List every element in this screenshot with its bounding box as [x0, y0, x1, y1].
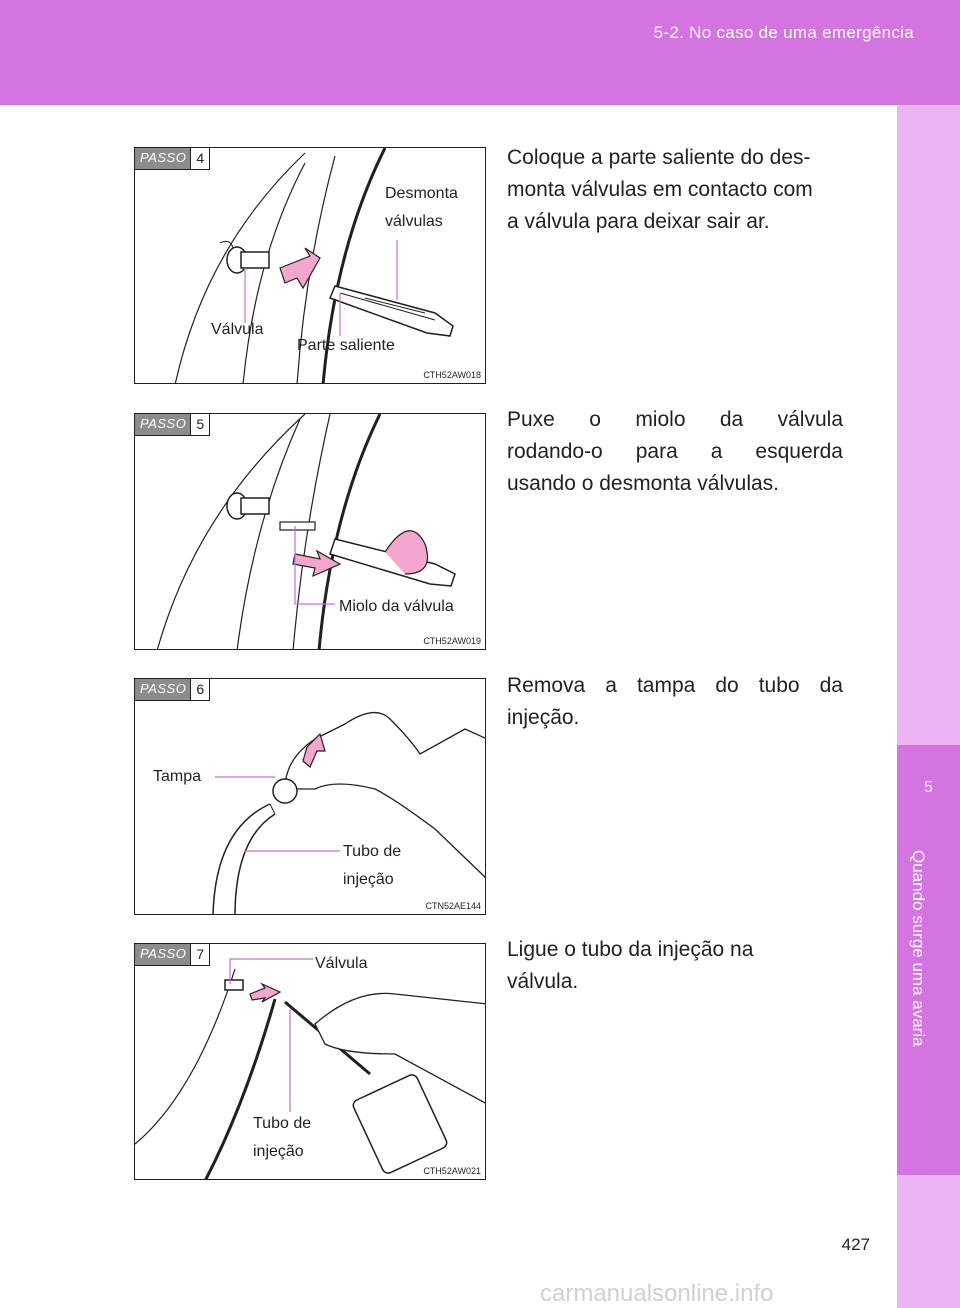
step-badge-label: PASSO: [135, 148, 191, 169]
watermark: carmanualsonline.info: [540, 1280, 774, 1307]
text-line: válvula.: [507, 970, 579, 993]
text-line: injeção.: [507, 706, 580, 729]
side-tab-active-chapter[interactable]: [897, 745, 960, 1175]
text-line: Puxe o miolo da válvula: [507, 408, 843, 431]
callout-valve: Válvula: [315, 955, 368, 972]
illustration-connect-tube: [135, 958, 485, 1179]
step-7-text: Ligue o tubo da injeção na válvula.: [507, 934, 843, 998]
step-5-text: Puxe o miolo da válvula rodando-o para a…: [507, 404, 843, 500]
step-badge-number: 6: [190, 679, 210, 700]
step-badge-number: 4: [190, 148, 210, 169]
step-badge-label: PASSO: [135, 679, 191, 700]
chapter-title: Quando surge uma avaria: [909, 850, 928, 1047]
text-line: monta válvulas em contacto com: [507, 178, 813, 201]
callout-tube-2: injeção: [343, 871, 394, 888]
text-line: a válvula para deixar sair ar.: [507, 210, 770, 233]
text-line: Ligue o tubo da injeção na: [507, 938, 754, 961]
figure-step-6: PASSO 6 Tampa Tubo de injeção CTN52AE144: [134, 678, 486, 915]
step-badge-number: 7: [190, 944, 210, 965]
callout-core: Miolo da válvula: [339, 598, 454, 615]
step-badge: PASSO 4: [135, 148, 211, 170]
figure-step-4: PASSO 4 Desmonta válvulas Válvula Parte …: [134, 147, 486, 384]
figure-code: CTH52AW019: [423, 636, 481, 646]
callout-tube-1: Tubo de: [343, 843, 402, 860]
step-badge: PASSO 6: [135, 679, 211, 701]
step-badge: PASSO 5: [135, 414, 211, 436]
illustration-remove-cap: [212, 712, 485, 914]
callout-tube-1: Tubo de: [253, 1115, 312, 1132]
illustration-valve-tool: [174, 148, 454, 383]
step-badge-label: PASSO: [135, 414, 191, 435]
step-badge: PASSO 7: [135, 944, 211, 966]
text-line: rodando-o para a esquerda: [507, 440, 843, 463]
callout-tube-2: injeção: [253, 1143, 304, 1160]
illustration-valve-core: [156, 414, 456, 649]
step-badge-label: PASSO: [135, 944, 191, 965]
step-4-text: Coloque a parte saliente do des- monta v…: [507, 142, 843, 238]
figure-step-5: PASSO 5 Miolo da válvula CTH52AW019: [134, 413, 486, 650]
page-header: 5-2. No caso de uma emergência: [0, 0, 960, 105]
text-line: usando o desmonta válvulas.: [507, 472, 780, 495]
callout-tool-1: Desmonta: [385, 185, 458, 202]
callout-tip: Parte saliente: [297, 337, 395, 354]
figure-step-7: PASSO 7 Válvula Tubo de injeção CTH52AW0…: [134, 943, 486, 1180]
text-line: Remova a tampa do tubo da: [507, 674, 843, 697]
step-6-text: Remova a tampa do tubo da injeção.: [507, 670, 843, 734]
figure-code: CTN52AE144: [425, 901, 481, 911]
callout-valve: Válvula: [211, 321, 264, 338]
figure-code: CTH52AW021: [423, 1166, 481, 1176]
callout-cap: Tampa: [153, 768, 202, 785]
page-number: 427: [841, 1235, 870, 1254]
step-badge-number: 5: [190, 414, 210, 435]
text-line: Coloque a parte saliente do des-: [507, 146, 811, 169]
section-title: 5-2. No caso de uma emergência: [653, 23, 914, 42]
figure-code: CTH52AW018: [423, 370, 481, 380]
callout-tool-2: válvulas: [385, 213, 443, 230]
chapter-number: 5: [924, 779, 933, 796]
